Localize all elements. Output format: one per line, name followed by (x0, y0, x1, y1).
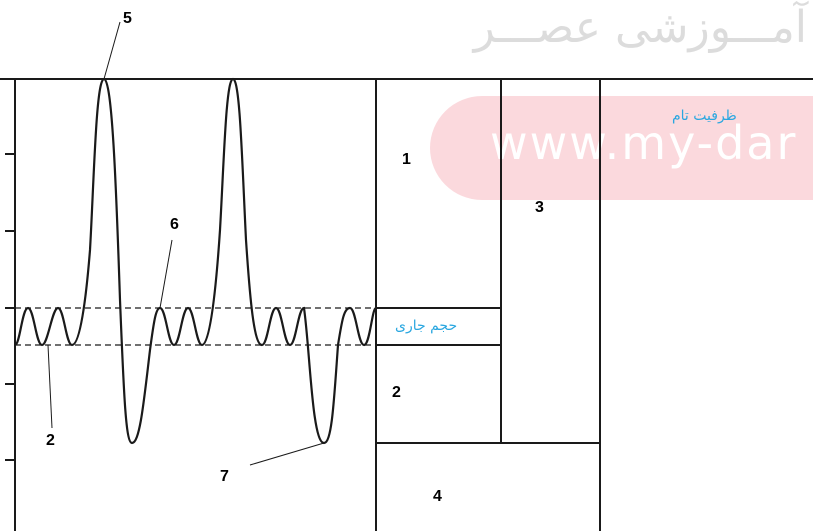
label-3: 3 (535, 199, 544, 216)
pointer-5 (103, 21, 121, 80)
site-watermark-band (430, 96, 813, 200)
label-2-left: 2 (46, 432, 55, 449)
label-1: 1 (402, 151, 411, 168)
breathing-curve (13, 77, 378, 445)
pointer-2 (47, 344, 53, 429)
tidal-volume-label: حجم جاری (395, 318, 458, 334)
label-6: 6 (170, 216, 179, 233)
pointer-7 (249, 442, 325, 466)
label-2-right: 2 (392, 384, 401, 401)
label-5: 5 (123, 10, 132, 27)
pointer-6 (159, 239, 173, 309)
label-4: 4 (433, 488, 442, 505)
brand-watermark: آمـــوزشی عصـــر (473, 2, 807, 53)
full-capacity-label: ظرفیت تام (672, 108, 737, 124)
site-watermark-text: www.my-dar (490, 116, 798, 170)
label-7: 7 (220, 468, 229, 485)
